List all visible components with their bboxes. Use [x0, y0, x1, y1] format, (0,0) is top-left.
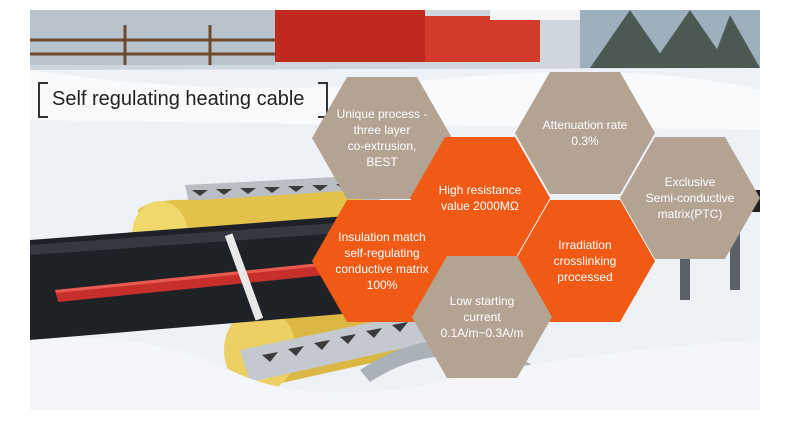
- hexagon-line: Attenuation rate 0.3%: [542, 118, 628, 148]
- hexagon-line: matrix(PTC): [657, 207, 723, 221]
- page-title: Self regulating heating cable: [52, 88, 305, 110]
- hexagon-line: Unique process -: [336, 107, 428, 121]
- product-banner: Self regulating heating cable Unique pro…: [30, 10, 760, 410]
- hexagon-line: Exclusive: [664, 175, 716, 189]
- hexagon-text: Insulation match self-regulating conductiv…: [335, 229, 428, 293]
- hexagon-line: co-extrusion,: [347, 139, 417, 153]
- hexagon-line: Low starting current: [449, 294, 515, 324]
- hexagon-line: self-regulating: [344, 246, 420, 260]
- hexagon-text: Irradiation crosslinking processed: [554, 237, 617, 285]
- hexagon-line: High resistance: [438, 183, 522, 197]
- hexagon-text: Attenuation rate 0.3%: [535, 117, 635, 149]
- hexagon-line: Irradiation: [558, 238, 612, 252]
- left-bracket: [38, 82, 48, 118]
- hexagon-line: conductive matrix: [335, 262, 429, 276]
- hexagon-line: three layer: [353, 123, 411, 137]
- hexagon-line: Semi-conductive: [645, 191, 735, 205]
- hexagon-line: BEST: [366, 155, 398, 169]
- hexagon-line: Insulation match: [338, 230, 426, 244]
- hexagon-line: crosslinking: [553, 254, 617, 268]
- hexagon-text: High resistance value 2000MΩ: [439, 182, 522, 214]
- hexagon-text: Low starting current 0.1A/m~0.3A/m: [432, 293, 532, 341]
- title-frame: Self regulating heating cable: [38, 82, 328, 118]
- hexagon-line: value 2000MΩ: [441, 199, 519, 213]
- hexagon-text: Unique process - three layer co-extrusion,…: [337, 106, 428, 170]
- hexagon-line: 100%: [366, 278, 398, 292]
- hexagon-line: 0.1A/m~0.3A/m: [440, 326, 524, 340]
- right-bracket: [318, 82, 328, 118]
- hexagon-line: processed: [557, 270, 613, 284]
